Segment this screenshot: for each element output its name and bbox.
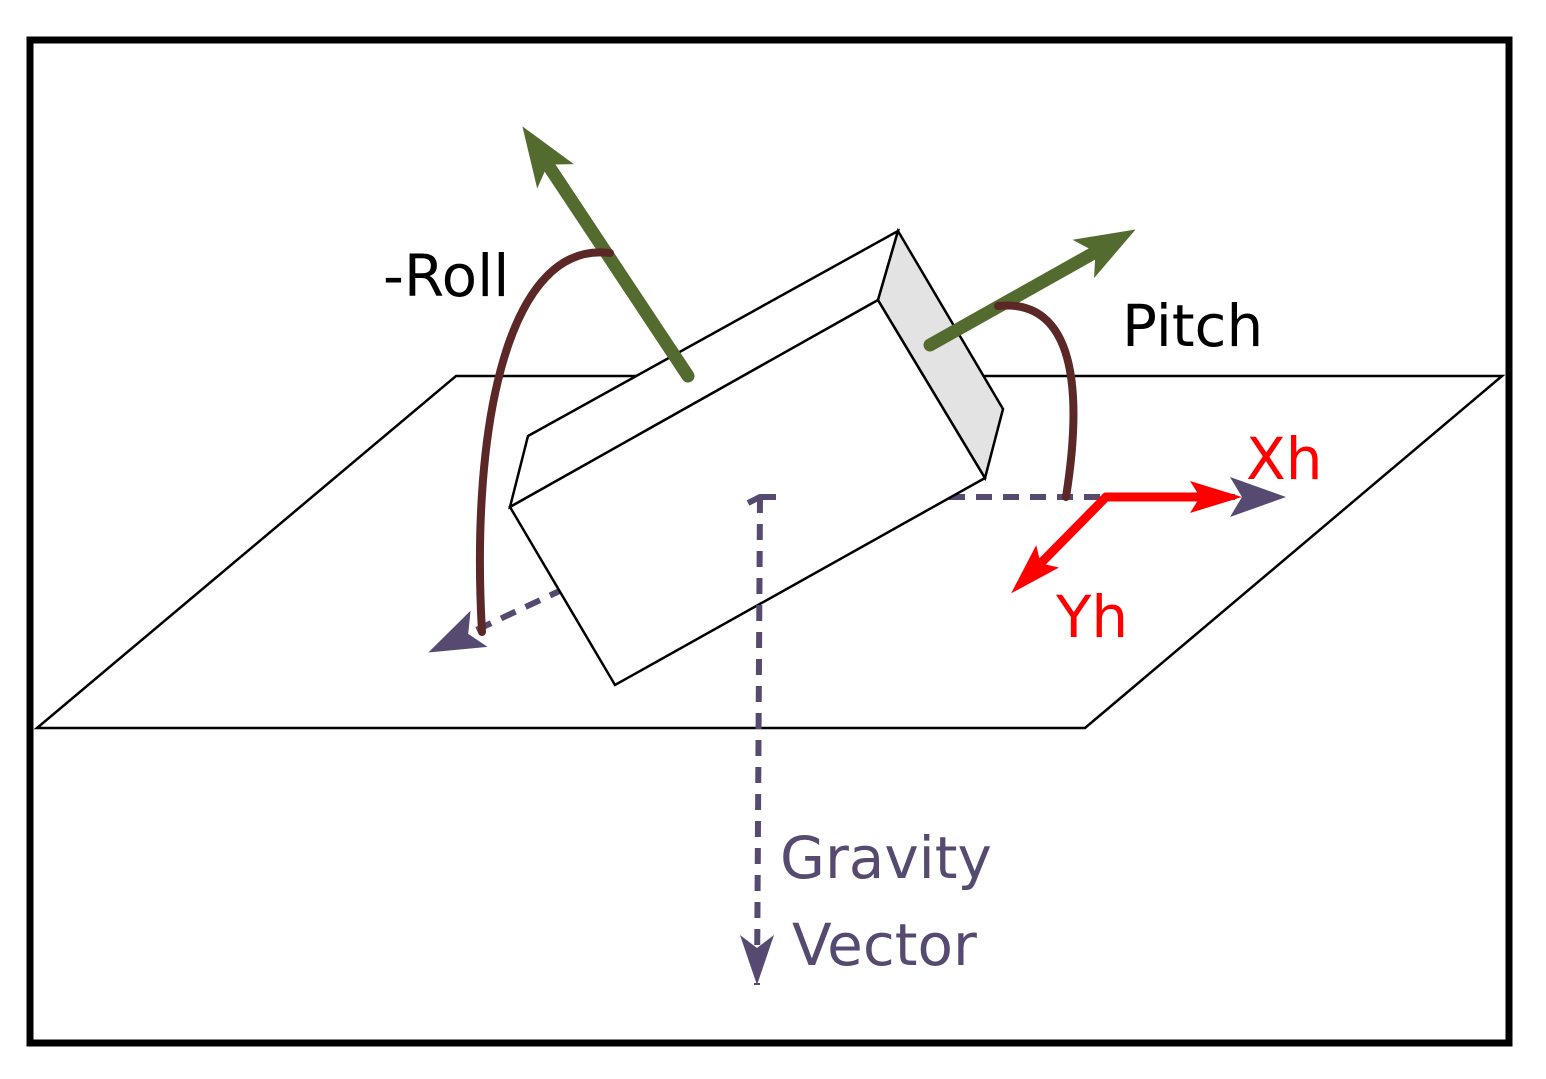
yh-axis-arrow: [1011, 492, 1111, 594]
gravity-arrowhead: [740, 935, 774, 985]
tilted-box: [508, 227, 1005, 687]
gravity-label-line1: Gravity: [780, 824, 992, 892]
box-side-face: [876, 227, 1005, 482]
pitch-label: Pitch: [1122, 292, 1263, 360]
gravity-corner: [746, 494, 776, 506]
pitch-arc: [994, 301, 1078, 501]
gravity-label-line2: Vector: [792, 911, 977, 979]
roll-axis-arrow: [522, 126, 695, 383]
pitch-axis-arrow: [923, 229, 1136, 352]
gravity-vector: [754, 496, 763, 986]
outer-frame: [26, 36, 1513, 1047]
roll-label: -Roll: [383, 242, 509, 310]
roll-arc: [475, 248, 614, 636]
xh-label: Xh: [1246, 425, 1323, 493]
yh-label: Yh: [1055, 583, 1128, 651]
